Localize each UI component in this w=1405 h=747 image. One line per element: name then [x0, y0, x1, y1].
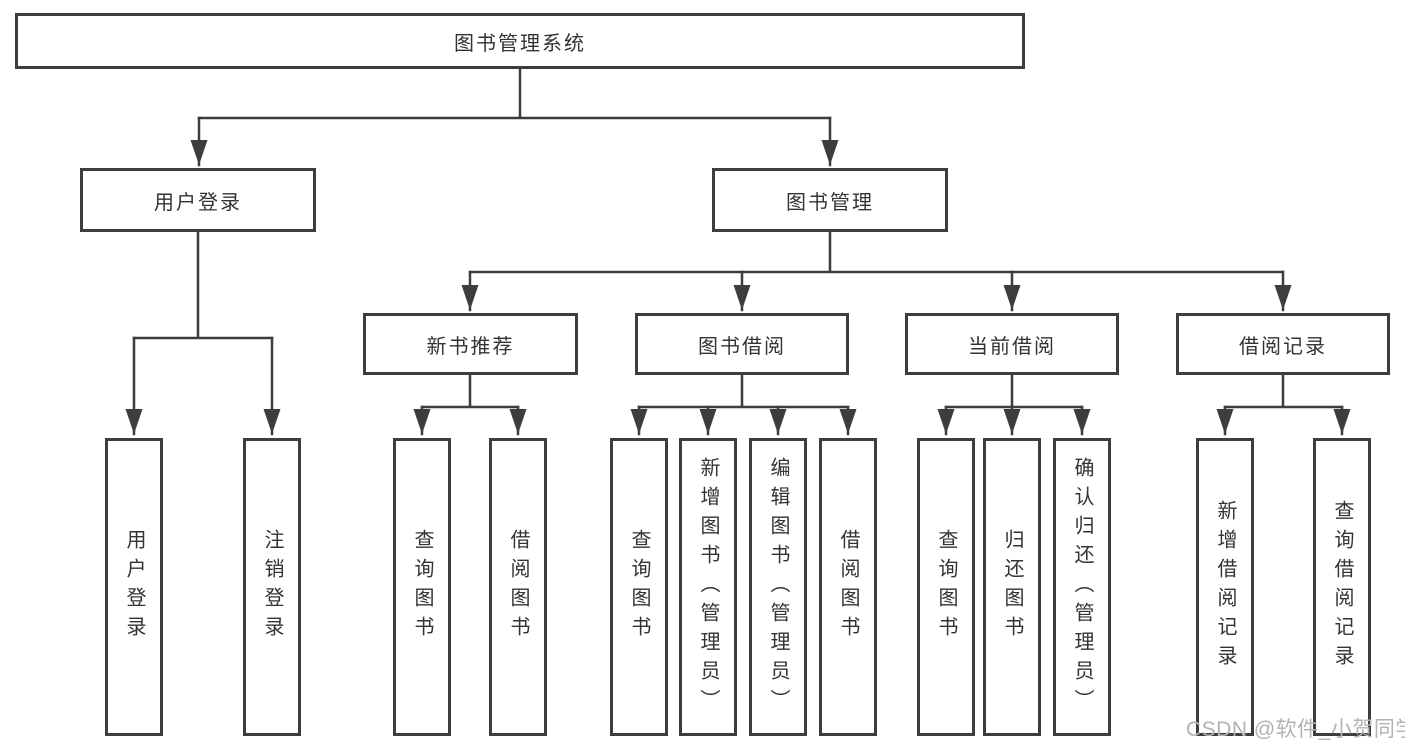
node-user-login-label: 用户登录	[154, 191, 242, 214]
node-current-borrow: 当前借阅	[905, 313, 1119, 375]
node-root-label: 图书管理系统	[454, 32, 586, 55]
leaf-edit-book-admin-label: 编辑图书（管理员）	[767, 456, 789, 718]
leaf-user-login-label: 用户登录	[123, 529, 145, 645]
edge-book-mgmt-split	[468, 230, 1285, 274]
leaf-query-borrow-record: 查询借阅记录	[1313, 438, 1371, 736]
leaf-return-books: 归还图书	[983, 438, 1041, 736]
edge-root-to-level2	[197, 67, 832, 120]
leaf-add-book-admin: 新增图书（管理员）	[679, 438, 737, 736]
leaf-user-login: 用户登录	[105, 438, 163, 736]
leaf-query-books-3-label: 查询图书	[935, 529, 957, 645]
leaf-edit-book-admin: 编辑图书（管理员）	[749, 438, 807, 736]
leaf-query-books-2-label: 查询图书	[628, 529, 650, 645]
node-root: 图书管理系统	[15, 13, 1025, 69]
node-book-borrow: 图书借阅	[635, 313, 849, 375]
node-borrow-records: 借阅记录	[1176, 313, 1390, 375]
node-borrow-records-label: 借阅记录	[1239, 335, 1327, 358]
leaf-return-books-label: 归还图书	[1001, 529, 1023, 645]
watermark-text: CSDN @软件_小贺同学	[1186, 718, 1405, 741]
leaf-query-books-2: 查询图书	[610, 438, 668, 736]
leaf-add-borrow-record-label: 新增借阅记录	[1214, 500, 1236, 674]
leaf-query-borrow-record-label: 查询借阅记录	[1331, 500, 1353, 674]
leaf-borrow-books-1-label: 借阅图书	[507, 529, 529, 645]
leaf-borrow-books-2-label: 借阅图书	[837, 529, 859, 645]
leaf-confirm-return-admin: 确认归还（管理员）	[1053, 438, 1111, 736]
edge-new-book-split	[420, 373, 520, 409]
edge-book-borrow-split	[637, 373, 850, 409]
node-book-borrow-label: 图书借阅	[698, 335, 786, 358]
node-book-mgmt: 图书管理	[712, 168, 948, 232]
leaf-logout: 注销登录	[243, 438, 301, 736]
leaf-query-books-1: 查询图书	[393, 438, 451, 736]
leaf-borrow-books-2: 借阅图书	[819, 438, 877, 736]
node-new-book-recommend: 新书推荐	[363, 313, 578, 375]
node-new-book-recommend-label: 新书推荐	[426, 335, 515, 358]
edge-borrow-records-split	[1223, 373, 1344, 409]
edge-current-borrow-split	[944, 373, 1084, 409]
leaf-add-book-admin-label: 新增图书（管理员）	[697, 456, 719, 718]
node-book-mgmt-label: 图书管理	[786, 191, 874, 214]
node-current-borrow-label: 当前借阅	[968, 335, 1056, 358]
leaf-add-borrow-record: 新增借阅记录	[1196, 438, 1254, 736]
leaf-borrow-books-1: 借阅图书	[489, 438, 547, 736]
node-user-login: 用户登录	[80, 168, 316, 232]
leaf-query-books-3: 查询图书	[917, 438, 975, 736]
leaf-confirm-return-admin-label: 确认归还（管理员）	[1071, 456, 1093, 718]
leaf-query-books-1-label: 查询图书	[411, 529, 433, 645]
edge-user-login-split	[132, 230, 274, 340]
leaf-logout-label: 注销登录	[261, 529, 283, 645]
